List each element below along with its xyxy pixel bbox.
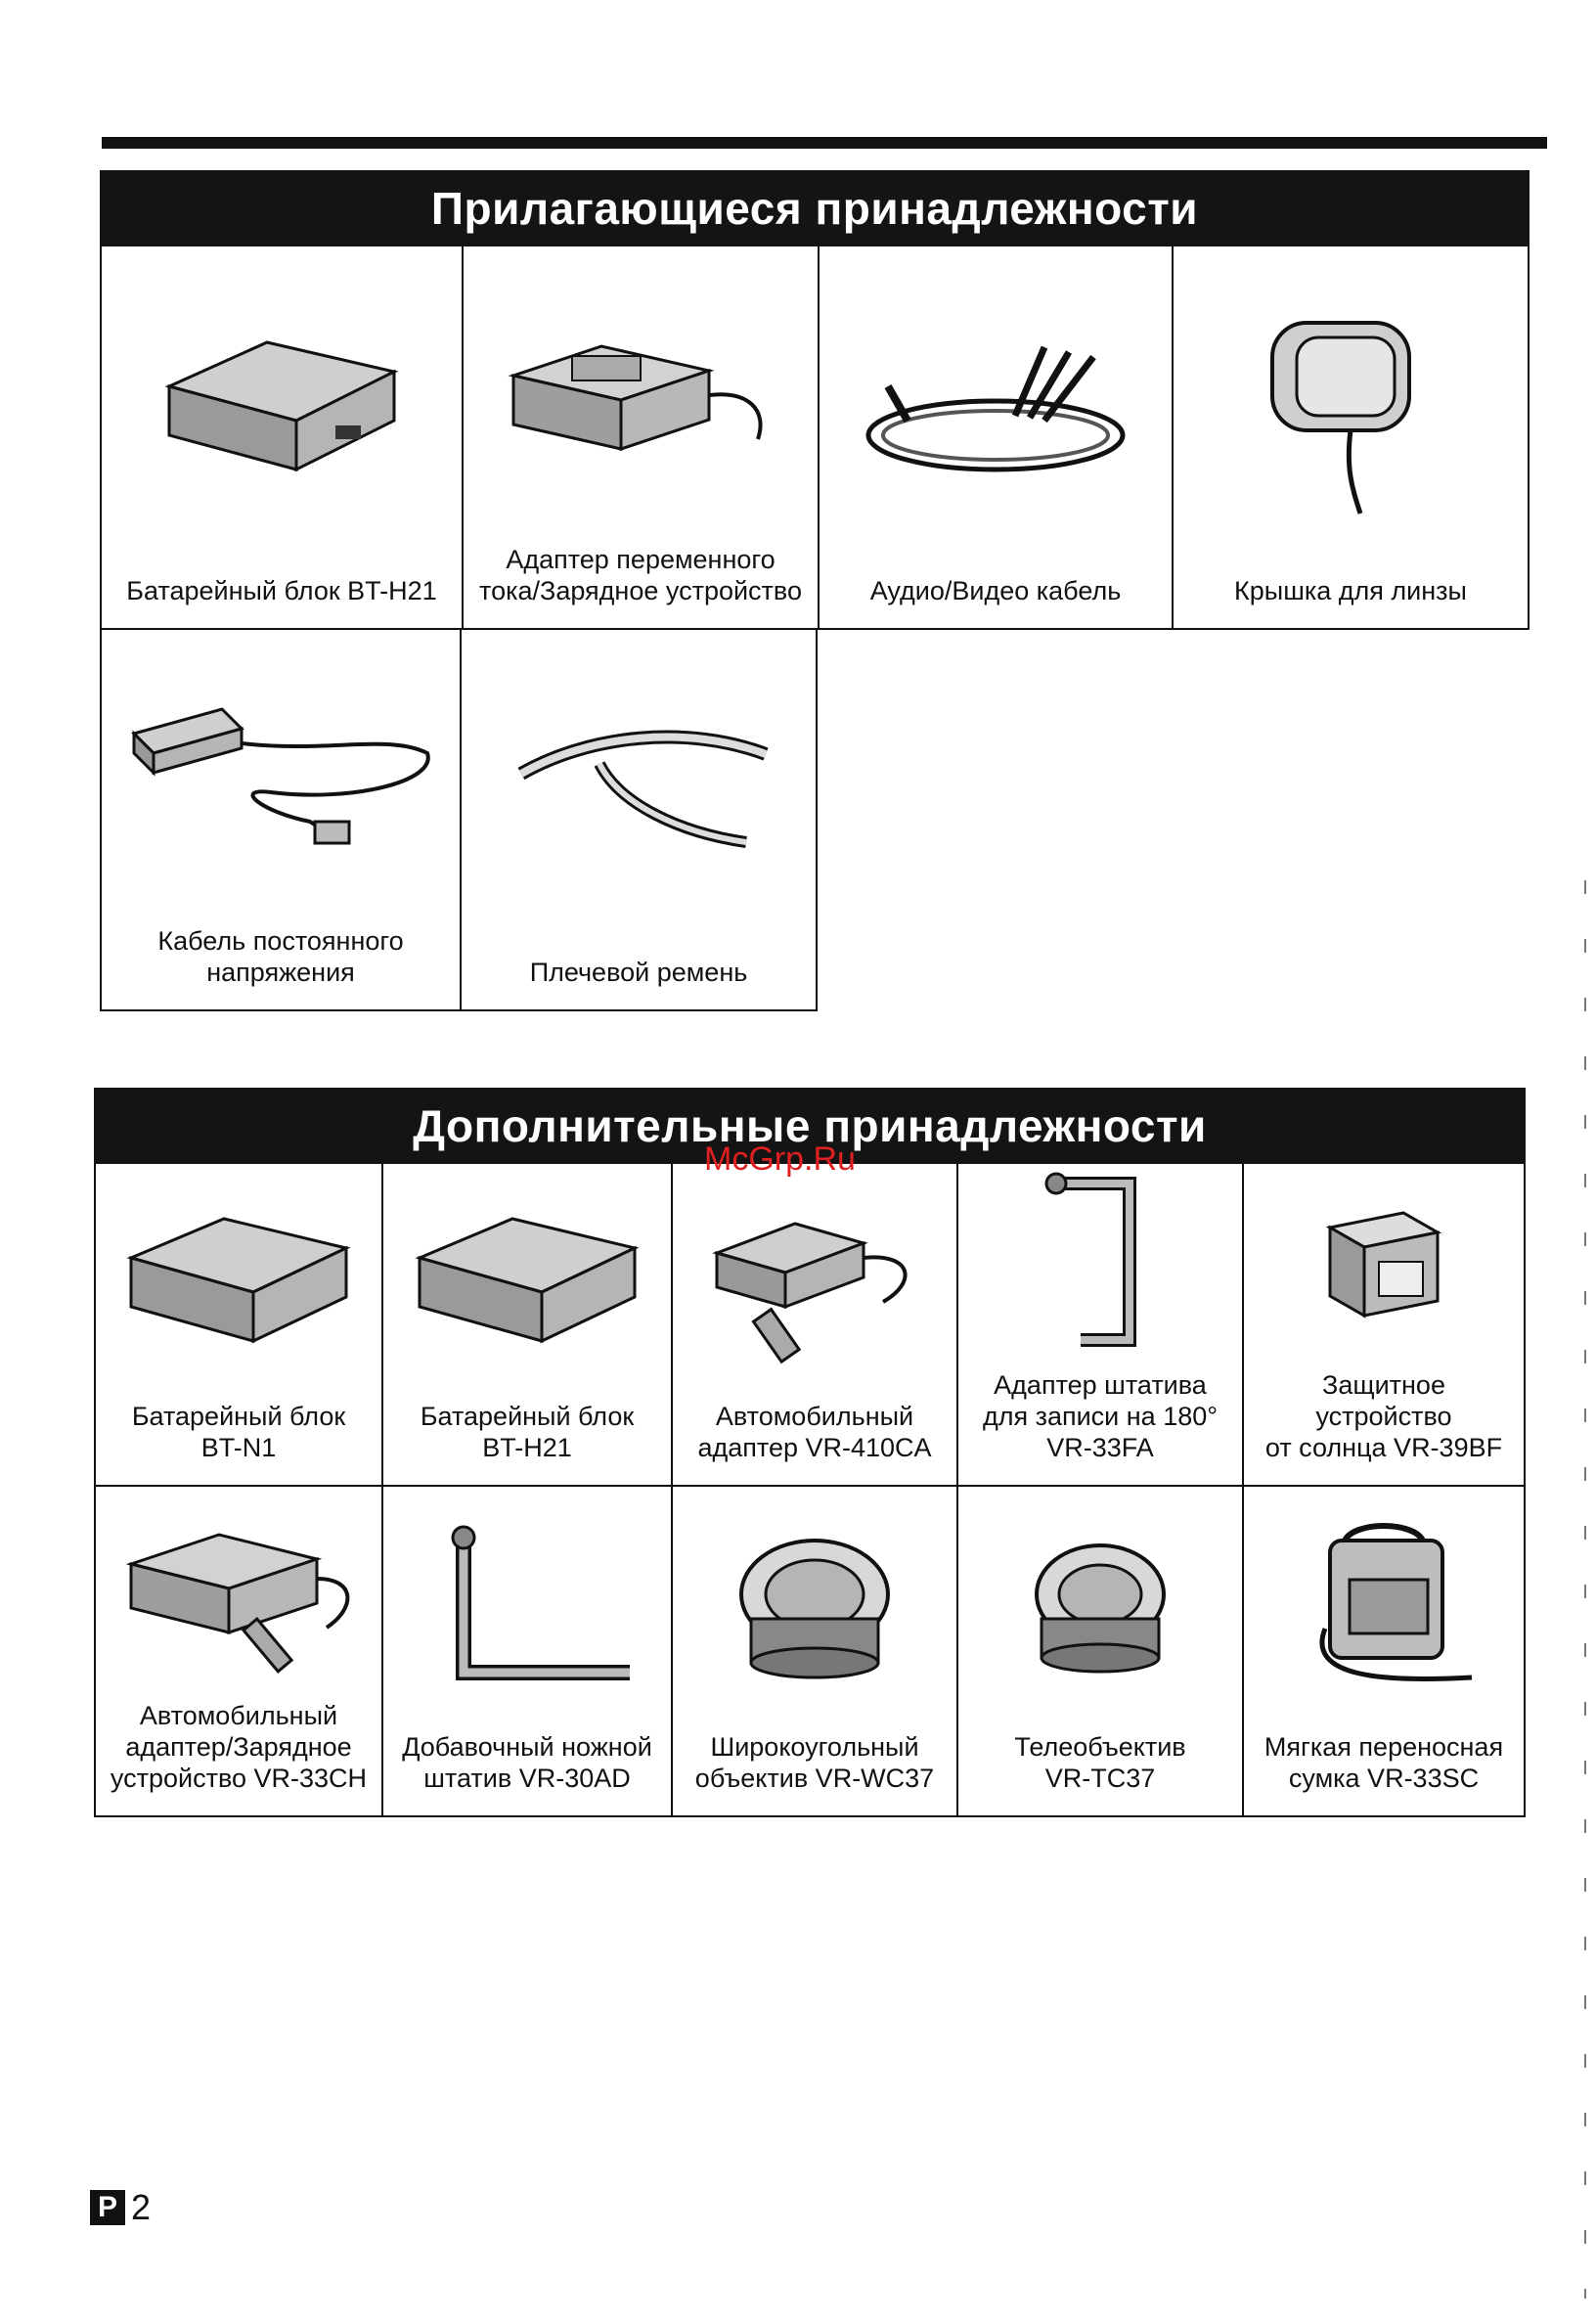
item-shoulder-strap: Плечевой ремень — [462, 630, 818, 1011]
item-car-charger: Автомобильный адаптер/Зарядное устройств… — [94, 1487, 383, 1817]
item-label: Аудио/Видео кабель — [869, 576, 1122, 605]
tele-lens-icon — [1035, 1543, 1166, 1674]
item-label: Автомобильный адаптер VR-410CA — [697, 1402, 932, 1462]
item-tele-lens: Телеобъектив VR-TC37 — [958, 1487, 1244, 1817]
dc-cable-icon — [131, 707, 430, 845]
page-number: 2 — [131, 2187, 152, 2227]
optional-accessories-section: Дополнительные принадлежности Батарейный… — [94, 1088, 1526, 1819]
item-wide-lens: Широкоугольный объектив VR-WC37 — [673, 1487, 958, 1817]
item-label: Широкоугольный объектив VR-WC37 — [694, 1732, 935, 1793]
item-car-adapter: Автомобильный адаптер VR-410CA — [673, 1164, 958, 1487]
item-battery-bt-n1: Батарейный блок BT-N1 — [94, 1164, 383, 1487]
av-cable-icon — [865, 345, 1126, 472]
item-battery-bt-h21: Батарейный блок BT-H21 — [100, 246, 464, 630]
item-label: Батарейный блок BT-H21 — [126, 576, 437, 605]
item-soft-bag: Мягкая переносная сумка VR-33SC — [1244, 1487, 1526, 1817]
battery-pack-icon — [126, 1217, 351, 1344]
item-label: Телеобъектив VR-TC37 — [1014, 1732, 1186, 1793]
scan-edge-marks — [1584, 880, 1586, 2299]
car-adapter-icon — [712, 1222, 908, 1364]
item-tripod-adapter: Адаптер штатива для записи на 180° VR-33… — [958, 1164, 1244, 1487]
car-charger-icon — [125, 1533, 350, 1674]
watermark: McGrp.Ru — [704, 1140, 856, 1178]
item-label: Батарейный блок BT-N1 — [131, 1402, 346, 1462]
optional-accessories-title: Дополнительные принадлежности — [94, 1088, 1526, 1164]
item-label: Кабель постоянного напряжения — [157, 926, 404, 987]
item-av-cable: Аудио/Видео кабель — [820, 246, 1174, 630]
battery-pack-icon — [415, 1217, 640, 1344]
item-dc-cable: Кабель постоянного напряжения — [100, 630, 462, 1011]
item-sun-shield: Защитное устройство от солнца VR-39BF — [1244, 1164, 1526, 1487]
wide-lens-icon — [739, 1539, 890, 1679]
page-letter-badge: P — [90, 2190, 125, 2225]
item-label: Автомобильный адаптер/Зарядное устройств… — [110, 1701, 368, 1793]
item-label: Адаптер штатива для записи на 180° VR-33… — [982, 1370, 1219, 1462]
bracket-tripod-icon — [451, 1525, 630, 1680]
lens-cap-icon — [1270, 321, 1411, 514]
item-label: Добавочный ножной штатив VR-30AD — [402, 1732, 652, 1793]
item-lens-cap: Крышка для линзы — [1174, 246, 1530, 630]
included-accessories-section: Прилагающиеся принадлежности Батарейный … — [100, 170, 1530, 1011]
item-ac-adapter: Адаптер переменного тока/Зарядное устрой… — [464, 246, 820, 630]
ac-adapter-charger-icon — [508, 344, 763, 452]
tripod-bracket-icon — [1044, 1172, 1136, 1347]
item-label: Крышка для линзы — [1234, 576, 1467, 605]
item-label: Батарейный блок BT-H21 — [420, 1402, 635, 1462]
top-rule — [102, 137, 1547, 149]
sun-shield-icon — [1325, 1211, 1442, 1318]
item-label: Мягкая переносная сумка VR-33SC — [1264, 1732, 1504, 1793]
item-label: Адаптер переменного тока/Зарядное устрой… — [479, 545, 802, 605]
soft-bag-icon — [1319, 1523, 1473, 1682]
item-battery-bt-h21-optional: Батарейный блок BT-H21 — [383, 1164, 673, 1487]
included-accessories-title: Прилагающиеся принадлежности — [100, 170, 1530, 246]
item-bracket-tripod: Добавочный ножной штатив VR-30AD — [383, 1487, 673, 1817]
item-label: Защитное устройство от солнца VR-39BF — [1264, 1370, 1503, 1462]
item-label: Плечевой ремень — [529, 958, 748, 987]
battery-pack-icon — [164, 340, 399, 472]
page-marker: P 2 — [90, 2187, 151, 2228]
shoulder-strap-icon — [517, 730, 769, 848]
